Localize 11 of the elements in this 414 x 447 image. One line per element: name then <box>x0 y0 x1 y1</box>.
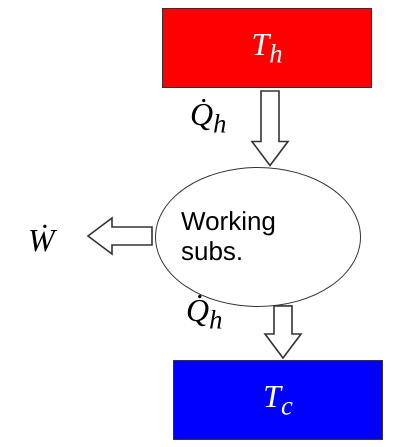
cold-reservoir-box <box>173 360 383 440</box>
hollow-arrow <box>263 305 303 360</box>
edge-label: Q̇$_{h}$ <box>190 98 226 138</box>
hollow-arrow <box>250 90 290 167</box>
hollow-arrow <box>86 216 153 256</box>
math-symbol: T$_{h}$ <box>251 28 283 68</box>
node-label: Working subs. <box>181 207 277 267</box>
edge-label: Q̇$_{h}$ <box>186 294 222 334</box>
math-symbol: T$_{c}$ <box>263 380 293 420</box>
math-symbol: Ẇ <box>28 224 55 256</box>
hot-reservoir-box <box>162 8 372 88</box>
